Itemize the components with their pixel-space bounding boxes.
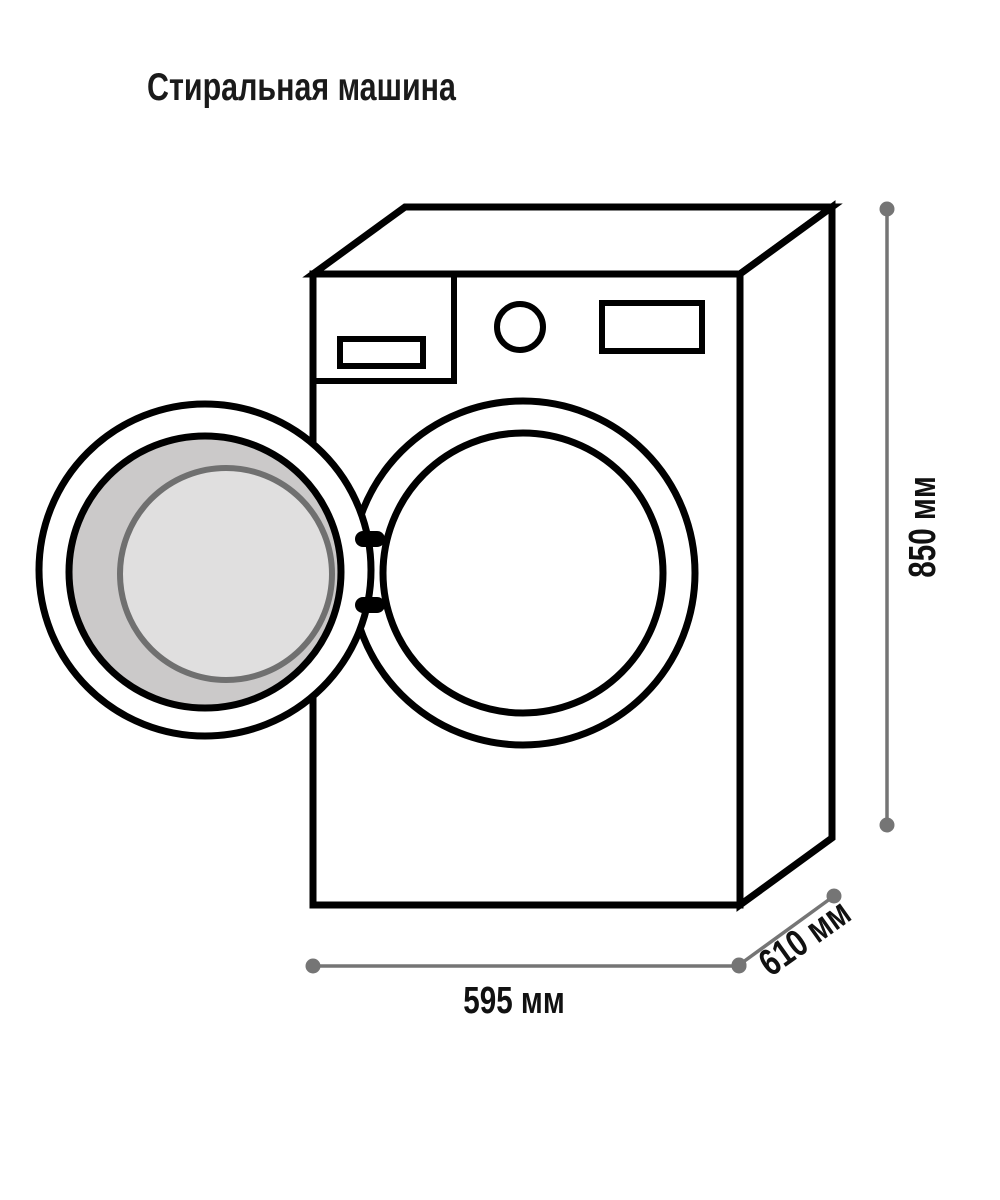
dimension-depth-line: [737, 894, 836, 967]
hinge-top: [355, 531, 385, 547]
door-glass: [117, 465, 335, 683]
dimension-height-dot-bottom: [879, 817, 895, 833]
dimension-width: 595 мм: [305, 958, 747, 1022]
control-panel: [315, 276, 705, 384]
page-title: Стиральная машина: [147, 66, 456, 109]
drum-opening: [347, 397, 699, 749]
dimension-depth: 610 мм: [731, 888, 858, 985]
program-knob: [494, 301, 546, 353]
dimension-depth-dot-near: [731, 957, 747, 973]
machine-side-face: [736, 200, 836, 912]
dimension-height-dot-top: [879, 201, 895, 217]
dimension-width-dot-left: [305, 958, 321, 974]
door-hinges: [355, 531, 385, 613]
detergent-drawer-panel: [315, 276, 457, 384]
dimension-height: 850 мм: [879, 201, 944, 833]
display-window: [599, 300, 705, 354]
hinge-bottom: [355, 597, 385, 613]
drum-inner-ring: [379, 429, 667, 717]
dimension-depth-dot-far: [826, 888, 842, 904]
dimension-width-label: 595 мм: [463, 980, 565, 1022]
dimension-depth-label: 610 мм: [751, 891, 858, 984]
detergent-drawer-handle: [337, 336, 426, 369]
dimension-height-label: 850 мм: [902, 476, 944, 578]
open-door: [35, 400, 375, 740]
